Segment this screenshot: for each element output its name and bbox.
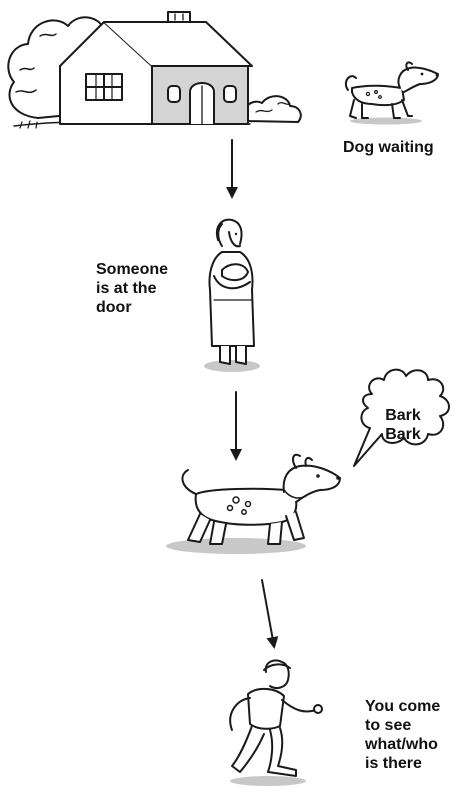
caption-line: is there bbox=[365, 754, 440, 773]
caption-line: Someone bbox=[96, 260, 168, 279]
running-person-icon bbox=[230, 660, 322, 786]
bark-line: Bark bbox=[382, 406, 424, 425]
caption-line: is at the bbox=[96, 279, 168, 298]
caption-line: door bbox=[96, 298, 168, 317]
caption-line: what/who bbox=[365, 735, 440, 754]
house-with-tree-icon bbox=[8, 12, 301, 128]
flow-arrow-3 bbox=[262, 580, 274, 646]
caption-line: Dog waiting bbox=[343, 138, 434, 157]
bark-line: Bark bbox=[382, 425, 424, 444]
caption-you-come-to-see: You come to see what/who is there bbox=[365, 697, 440, 773]
caption-someone-at-door: Someone is at the door bbox=[96, 260, 168, 317]
woman-visitor-icon bbox=[204, 220, 260, 372]
speech-bubble-text: Bark Bark bbox=[382, 406, 424, 444]
barking-dog-icon bbox=[166, 455, 340, 554]
caption-dog-waiting: Dog waiting bbox=[343, 138, 434, 157]
caption-line: You come bbox=[365, 697, 440, 716]
waiting-dog-icon bbox=[346, 62, 439, 124]
caption-line: to see bbox=[365, 716, 440, 735]
